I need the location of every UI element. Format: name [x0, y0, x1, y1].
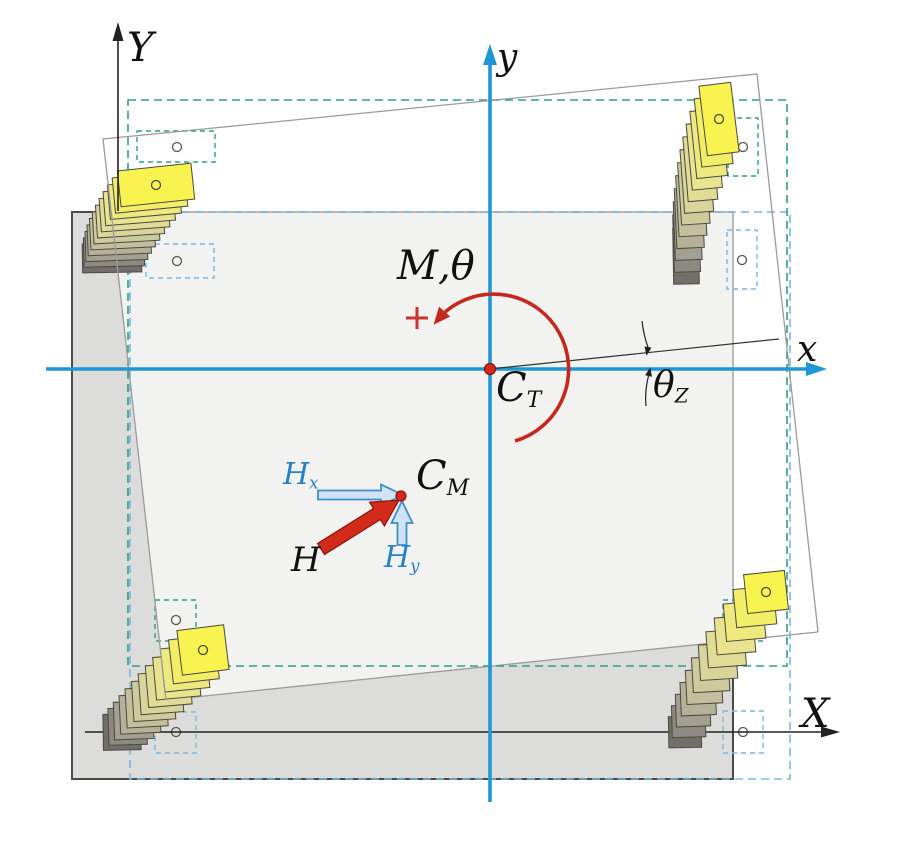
mass-center-label: CM — [416, 456, 469, 500]
force-h-arrow — [316, 499, 401, 556]
anchor-outline-top-left-blue — [145, 243, 215, 279]
force-hy-label: Hy — [384, 543, 420, 575]
local-x-axis-label: x — [797, 329, 818, 370]
torsion-center-point — [483, 362, 497, 376]
rotation-angle-main: θ — [653, 365, 675, 406]
plate-pivot-circle — [760, 586, 772, 598]
rotation-angle-label: θZ — [653, 368, 688, 406]
global-y-axis-label: Y — [127, 25, 154, 71]
theta-lower-arrow — [644, 375, 650, 407]
rotated-slab-outline — [102, 73, 819, 701]
plate-pivot-circle — [197, 644, 209, 656]
local-y-axis-arrowhead — [483, 44, 497, 65]
force-hy-arrow — [390, 498, 414, 546]
anchor-outline-bottom-right-blue — [722, 710, 764, 754]
torsion-center-main: C — [496, 365, 527, 411]
force-hy-main: H — [384, 540, 411, 575]
force-hx-sub: x — [309, 473, 319, 493]
moment-arc — [443, 292, 571, 443]
mass-center-main: C — [416, 453, 447, 499]
isolator-plate — [116, 162, 196, 208]
moment-label: M,θ — [397, 243, 475, 289]
isolator-plate — [743, 569, 789, 615]
rotated-slab-fill — [103, 74, 818, 700]
force-h-label: H — [291, 540, 321, 580]
local-x-axis-arrowhead — [806, 362, 827, 376]
green-dashed-outline-rect — [127, 99, 788, 667]
rotated-axis-line — [489, 338, 780, 370]
global-x-axis-arrowhead — [821, 726, 840, 738]
moment-arc-arrowhead — [433, 306, 451, 325]
theta-upper-arrowhead — [644, 346, 652, 356]
force-hx-main: H — [283, 457, 310, 492]
anchor-outline-top-left-green — [136, 130, 216, 163]
plate-pivot-circle — [713, 113, 725, 125]
global-y-axis — [112, 22, 124, 211]
moment-arc-group — [406, 292, 571, 443]
force-arrows — [316, 483, 414, 556]
rotation-angle-sub: Z — [674, 384, 689, 408]
anchor-pivot-circle — [170, 614, 182, 626]
isolator-plate — [698, 81, 740, 157]
anchor-pivot-circle — [736, 254, 748, 266]
force-hx-label: Hx — [283, 460, 318, 492]
mass-center-point — [395, 490, 407, 502]
mass-center-sub: M — [446, 476, 470, 502]
global-y-axis-arrowhead — [112, 22, 124, 41]
anchor-pivot-circle — [171, 141, 183, 153]
plate-pivot-circle — [150, 179, 162, 191]
theta-lower-arrowhead — [645, 367, 652, 377]
torsion-center-sub: T — [526, 388, 542, 414]
anchor-outline-top-right-blue — [726, 229, 758, 290]
plate-trail-bottom-right — [667, 569, 789, 749]
isolator-plate-trails — [81, 81, 789, 751]
plate-trail-top-right — [672, 81, 740, 285]
force-hy-sub: y — [410, 556, 420, 576]
plate-trail-bottom-left — [102, 624, 230, 751]
blue-dashed-outline-rect — [129, 211, 791, 780]
theta-upper-arrow — [641, 320, 649, 348]
global-x-axis-label: X — [801, 691, 830, 737]
local-axes — [46, 44, 827, 802]
local-y-axis-label: y — [497, 37, 518, 78]
torsion-center-label: CT — [496, 368, 541, 412]
plus-sign-icon — [406, 307, 428, 329]
isolator-plate — [176, 624, 230, 676]
anchor-pivot-circle — [171, 255, 183, 267]
theta-z-annotation — [641, 320, 652, 407]
